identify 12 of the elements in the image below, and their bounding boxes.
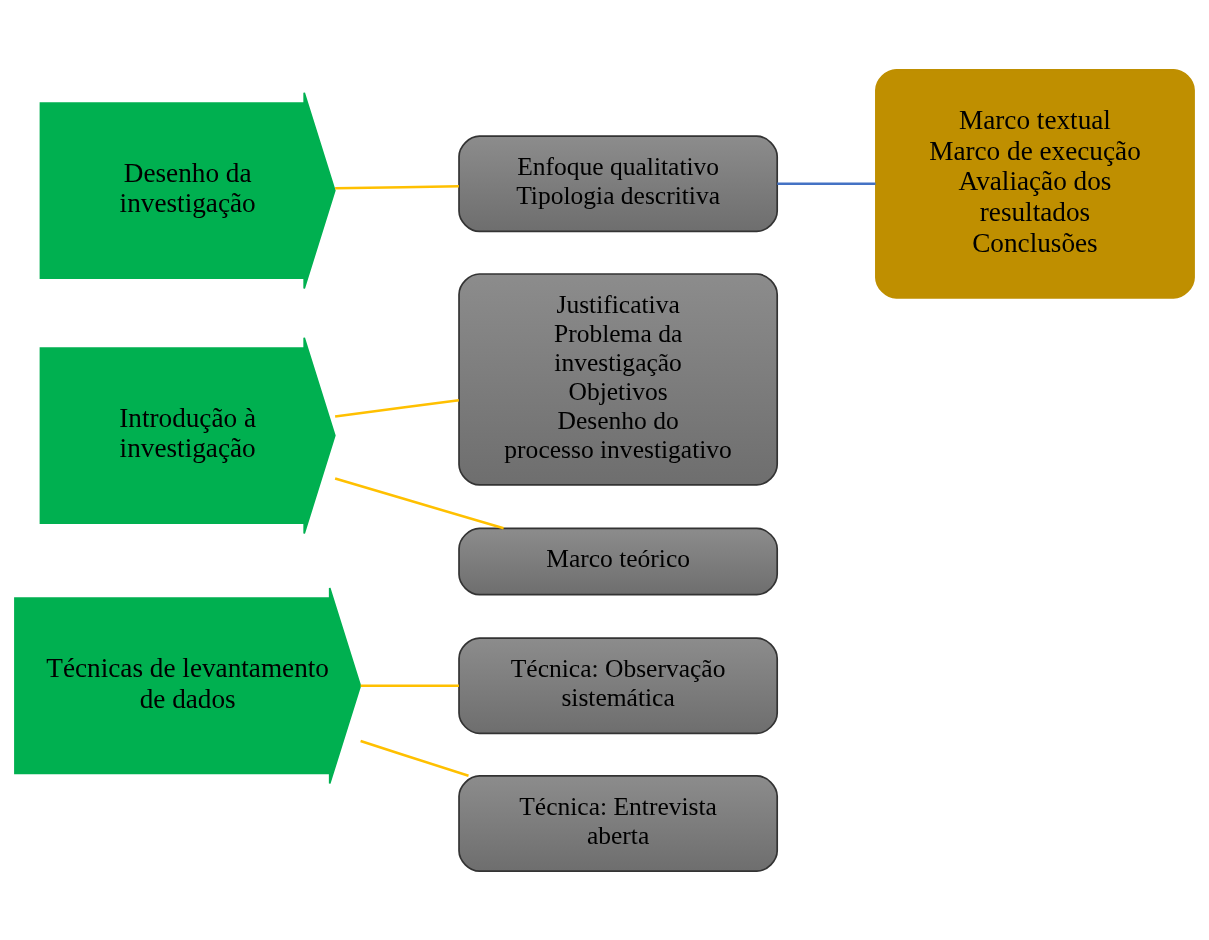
connector <box>334 398 460 418</box>
node-box: Técnica: Observação sistemática <box>458 636 779 734</box>
node-box: Técnica: Entrevista aberta <box>458 774 779 872</box>
connector <box>360 683 459 687</box>
connector <box>335 184 459 190</box>
connector <box>334 476 504 529</box>
connector <box>777 182 876 185</box>
node-box: Marco textual Marco de execução Avaliação dos resultados Conclusões <box>875 68 1195 299</box>
node-box: Enfoque qualitativo Tipologia descritiva <box>458 134 779 232</box>
connector <box>360 739 469 777</box>
node-box: Justificativa Problema da investigação Objetivos Desenho do processo investigativo <box>458 272 779 486</box>
node-box: Marco teórico <box>458 527 779 596</box>
